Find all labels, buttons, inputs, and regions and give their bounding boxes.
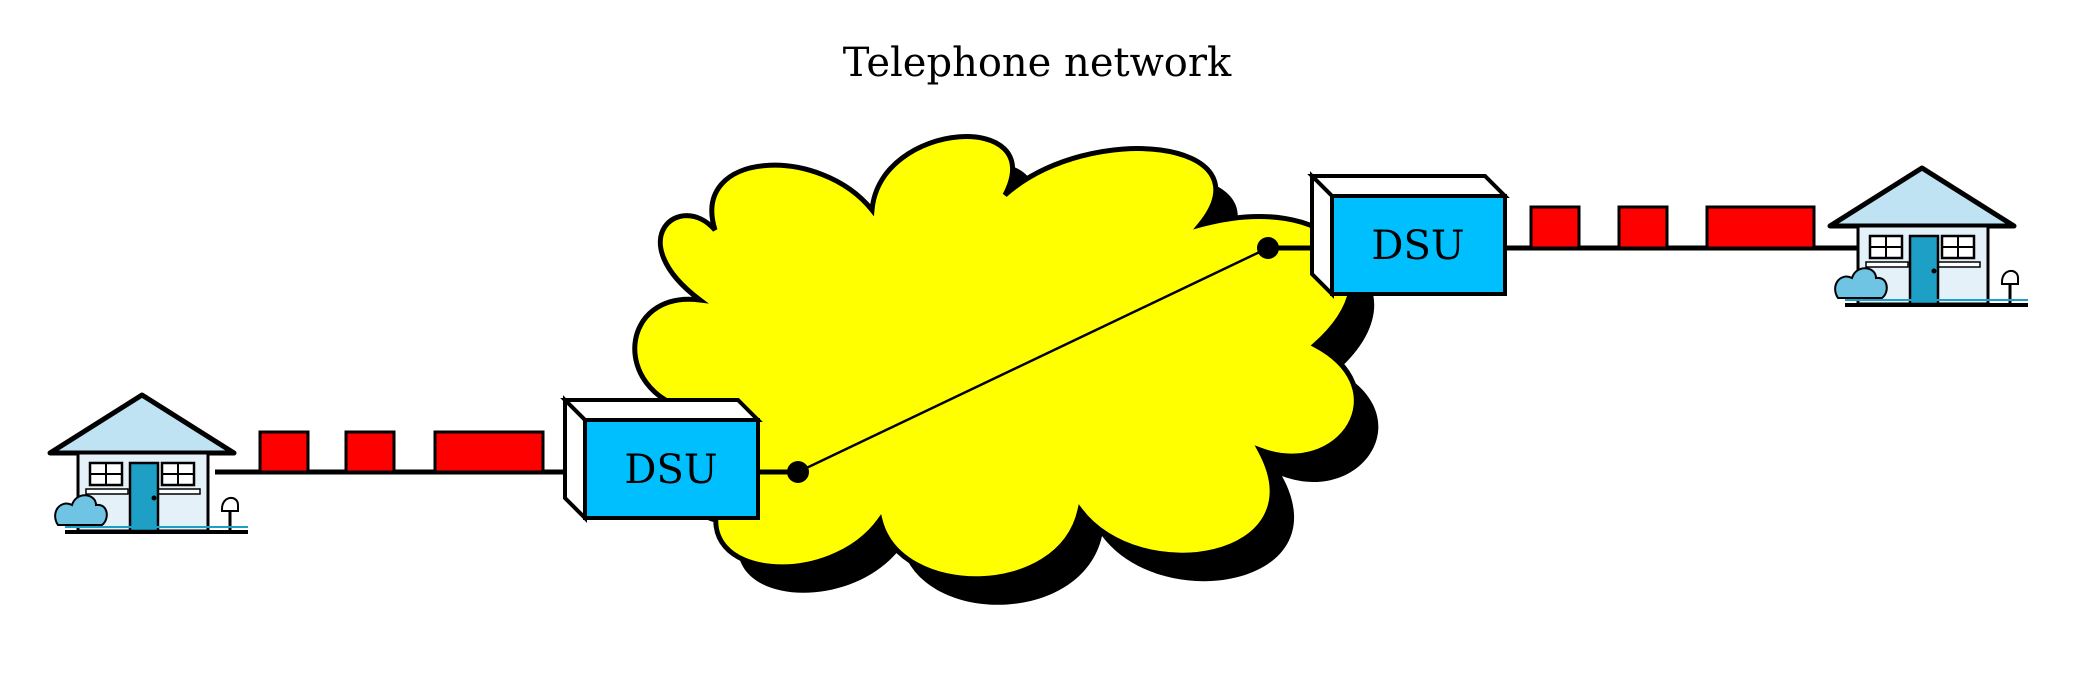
dsu-left-label: DSU <box>624 447 717 493</box>
data-block <box>433 430 545 474</box>
dsu-right: DSU <box>1307 171 1510 299</box>
dsu-right-label: DSU <box>1371 223 1464 269</box>
dsu-right-top <box>1307 174 1510 198</box>
network-path <box>797 246 1269 474</box>
dsu-right-side <box>1310 171 1334 299</box>
data-block <box>1617 205 1669 250</box>
dsu-right-front <box>1330 194 1507 296</box>
data-block <box>258 430 310 474</box>
right-data-blocks <box>1529 205 1816 250</box>
left-data-blocks <box>258 430 545 474</box>
house-icon <box>47 392 248 534</box>
house-icon <box>1827 165 2028 307</box>
dsu-left-side <box>563 395 587 523</box>
dsu-left-front <box>583 418 760 520</box>
data-block <box>344 430 396 474</box>
data-block <box>1529 205 1581 250</box>
dsu-left-top <box>560 398 763 422</box>
data-block <box>1705 205 1816 250</box>
left-network-node <box>787 461 809 483</box>
dsu-left: DSU <box>560 395 763 523</box>
diagram-title: Telephone network <box>843 40 1232 86</box>
